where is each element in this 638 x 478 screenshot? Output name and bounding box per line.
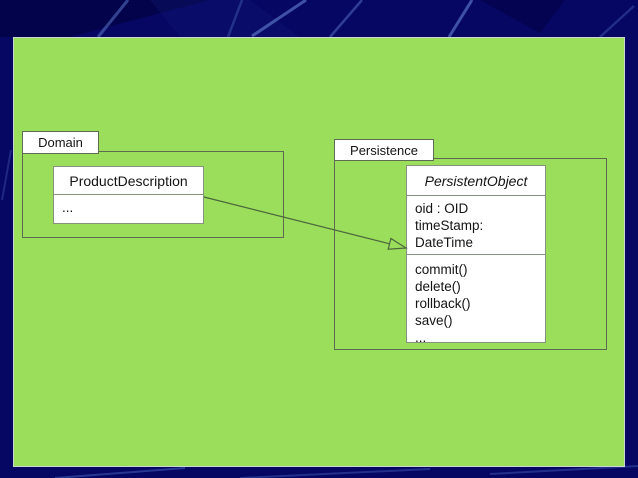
package-label-persistence: Persistence [350, 142, 418, 158]
attribute-line: timeStamp: [415, 218, 484, 233]
method-line: commit() [415, 262, 468, 277]
attribute-line: DateTime [415, 235, 474, 250]
package-tab-domain: Domain [22, 131, 99, 154]
class-attributes-persistentobject: oid : OID timeStamp: DateTime [407, 196, 545, 255]
slide-canvas: Domain ProductDescription ... Persistenc… [13, 37, 625, 467]
method-line: rollback() [415, 296, 471, 311]
class-box-persistentobject: PersistentObject oid : OID timeStamp: Da… [406, 165, 546, 345]
method-line: save() [415, 313, 453, 328]
attribute-line: ... [62, 200, 74, 215]
attribute-line: oid : OID [415, 201, 469, 216]
class-methods-persistentobject: commit() delete() rollback() save() ... [407, 255, 545, 345]
class-attributes-productdescription: ... [54, 195, 203, 222]
class-name-persistentobject: PersistentObject [407, 166, 545, 196]
method-line: ... [415, 330, 427, 345]
package-body-domain [22, 151, 284, 238]
class-name-productdescription: ProductDescription [54, 167, 203, 195]
package-tab-persistence: Persistence [334, 139, 434, 161]
class-box-productdescription: ProductDescription ... [53, 166, 204, 224]
method-line: delete() [415, 279, 461, 294]
package-body-persistence [334, 158, 607, 350]
package-label-domain: Domain [38, 135, 83, 150]
